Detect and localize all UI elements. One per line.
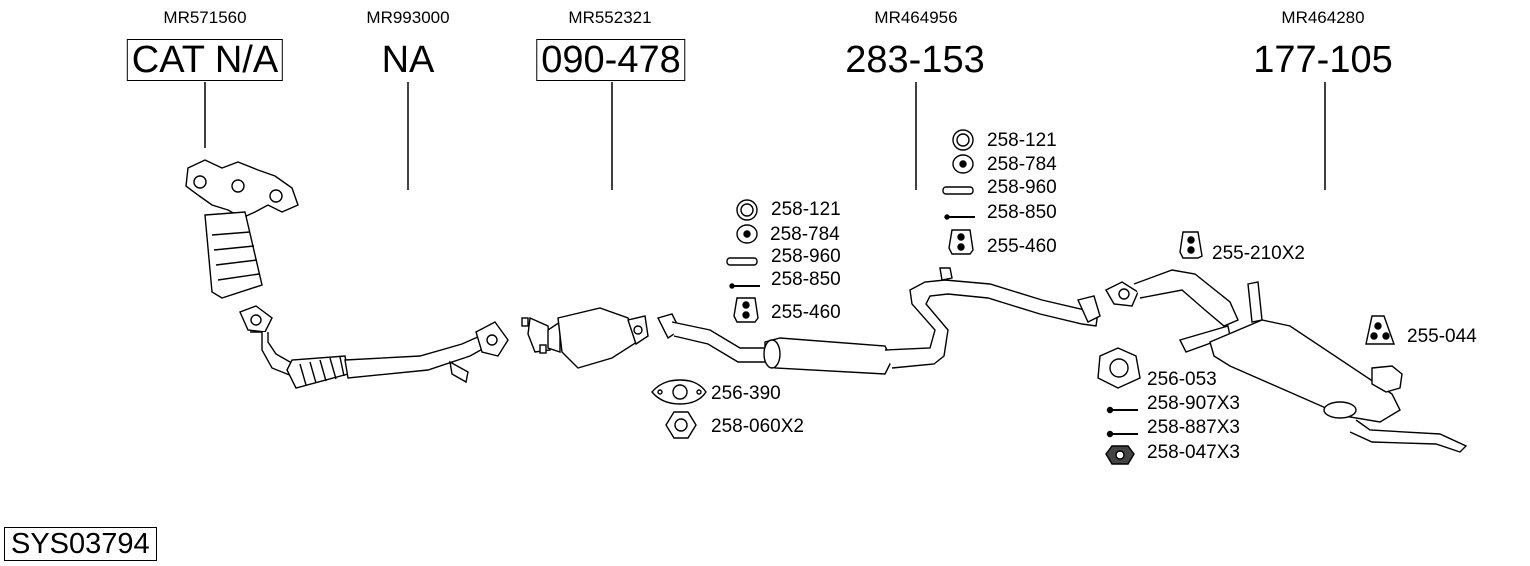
hanger-rubber-icon (733, 297, 759, 323)
part-label: 258-887X3 (1147, 417, 1240, 438)
part-label: 258-960 (987, 177, 1057, 198)
bracket-icon (1365, 315, 1395, 345)
part-reference: 283-153 (845, 39, 985, 81)
system-code: SYS03794 (4, 527, 157, 561)
sleeve-icon (726, 257, 758, 266)
part-label: 258-960 (771, 246, 841, 267)
center-silencer-part (656, 267, 1101, 375)
rear-silencer-part (1105, 269, 1468, 453)
oem-number: MR464280 (1281, 8, 1365, 27)
part-reference: 177-105 (1253, 39, 1393, 81)
part-label: 258-060X2 (711, 416, 804, 437)
catalytic-converter-part (521, 307, 649, 369)
part-label: 256-053 (1147, 369, 1217, 390)
part-label: 255-460 (987, 236, 1057, 257)
hanger-rubber-icon (948, 229, 974, 255)
part-label: 255-044 (1407, 326, 1477, 347)
part-reference: 090-478 (536, 39, 686, 81)
hanger-rubber-icon (1179, 231, 1203, 259)
oem-number: MR571560 (163, 8, 247, 27)
small-parts-gasket-nut (651, 379, 707, 439)
part-label: 258-784 (770, 224, 840, 245)
part-label: 255-210X2 (1212, 243, 1305, 264)
part-label: 255-460 (771, 302, 841, 323)
small-parts-column-b (942, 129, 975, 255)
small-parts-rear (1097, 231, 1395, 465)
part-label: 258-784 (987, 154, 1057, 175)
oem-number: MR993000 (366, 8, 450, 27)
catalytic-manifold-part (185, 159, 299, 299)
part-label: 258-121 (987, 130, 1057, 151)
part-reference: NA (381, 39, 435, 81)
part-label: 256-390 (711, 383, 781, 404)
sleeve-icon (942, 186, 974, 195)
small-parts-column-a (726, 199, 760, 323)
oem-number: MR552321 (568, 8, 652, 27)
oem-number: MR464956 (874, 8, 958, 27)
part-reference: CAT N/A (126, 39, 284, 81)
part-label: 258-850 (771, 269, 841, 290)
part-label: 258-850 (987, 202, 1057, 223)
part-label: 258-047X3 (1147, 442, 1240, 463)
part-label: 258-907X3 (1147, 393, 1240, 414)
front-pipe-part (239, 305, 509, 389)
part-label: 258-121 (771, 199, 841, 220)
